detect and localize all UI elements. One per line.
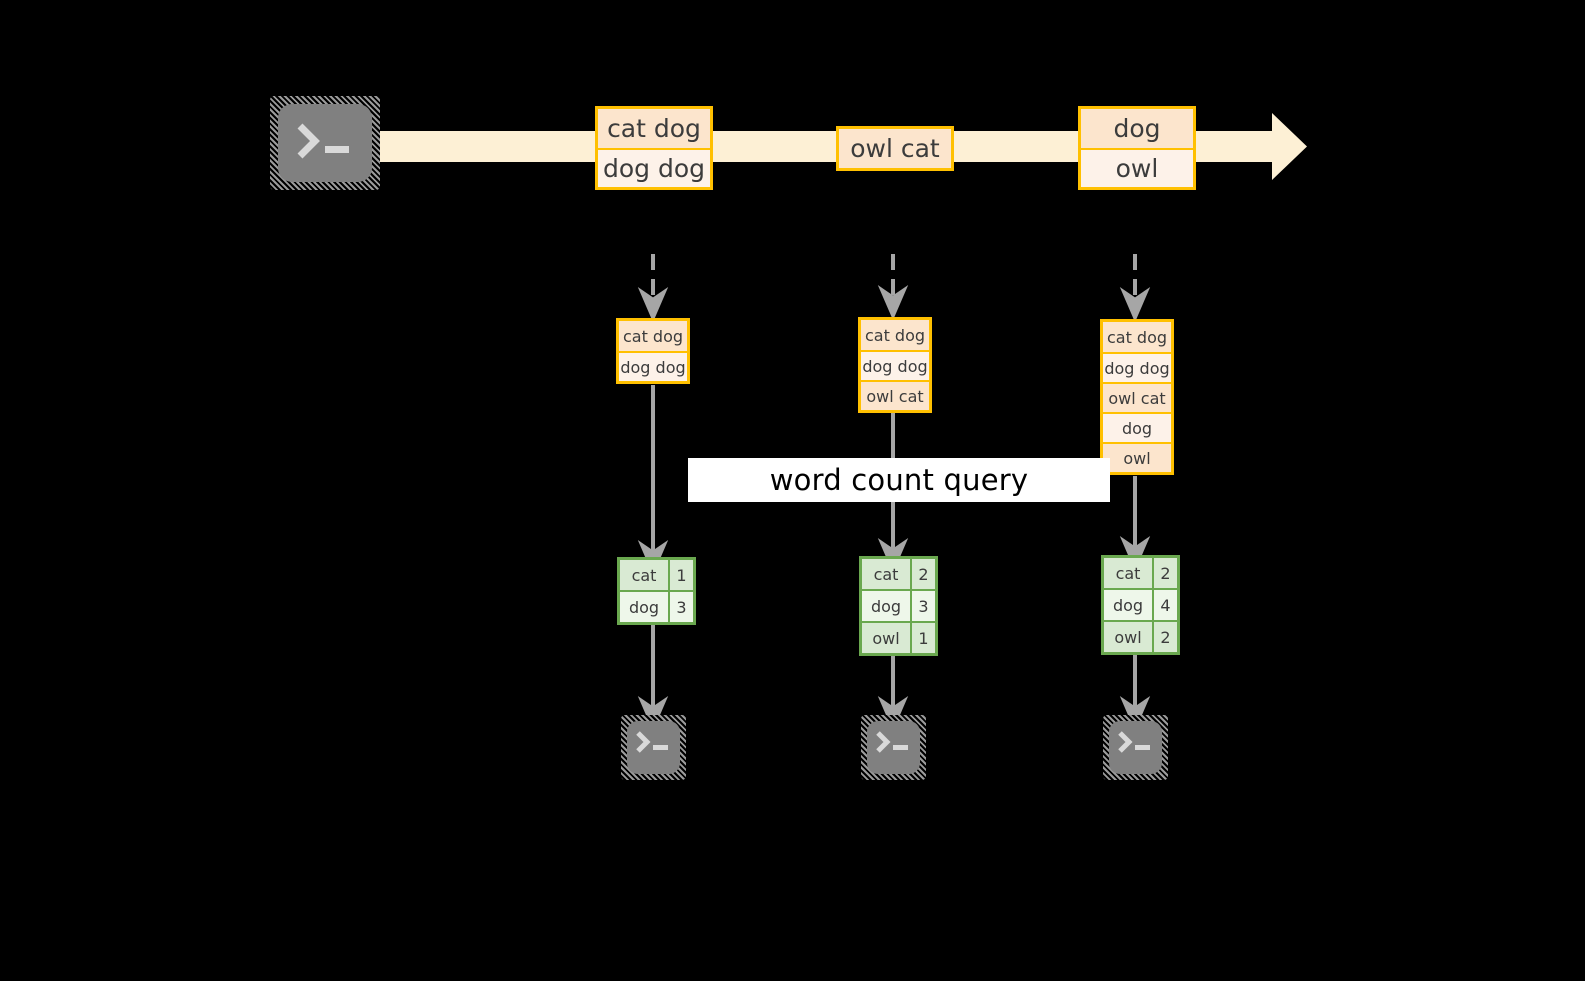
result-value: 2 — [1152, 622, 1177, 652]
result-key: cat — [1104, 558, 1152, 588]
result-key: owl — [862, 623, 910, 653]
terminal-prompt-glyph — [876, 731, 908, 753]
result-value: 3 — [910, 591, 935, 621]
result-key: owl — [1104, 622, 1152, 652]
snapshot-table-3: cat dog dog dog owl cat dog owl — [1100, 319, 1174, 475]
result-row: owl 1 — [862, 621, 935, 653]
result-key: dog — [620, 592, 668, 622]
result-row: dog 4 — [1104, 588, 1177, 620]
result-value: 2 — [1152, 558, 1177, 588]
result-table-2: cat 2 dog 3 owl 1 — [859, 556, 938, 656]
snapshot-table-2: cat dog dog dog owl cat — [858, 317, 932, 413]
snapshot-row: dog — [1103, 412, 1171, 442]
snapshot-row: dog dog — [861, 350, 929, 380]
snapshot-table-1: cat dog dog dog — [616, 318, 690, 384]
snapshot-row: cat dog — [1103, 322, 1171, 352]
result-value: 2 — [910, 559, 935, 589]
sink-terminal-icon-3 — [1103, 715, 1168, 780]
stream-record-line: owl — [1081, 148, 1193, 187]
query-label: word count query — [688, 458, 1110, 502]
stream-record-line: owl cat — [839, 129, 951, 168]
result-row: dog 3 — [862, 589, 935, 621]
stream-record-group-1: cat dog dog dog — [595, 106, 713, 190]
snapshot-row: cat dog — [861, 320, 929, 350]
sink-arrows — [637, 623, 1151, 732]
result-row: cat 1 — [620, 560, 693, 590]
result-row: cat 2 — [1104, 558, 1177, 588]
result-value: 1 — [668, 560, 693, 590]
snapshot-row: dog dog — [1103, 352, 1171, 382]
result-value: 4 — [1152, 590, 1177, 620]
terminal-body — [278, 104, 372, 182]
result-value: 1 — [910, 623, 935, 653]
snapshot-row: owl cat — [861, 380, 929, 410]
result-key: cat — [862, 559, 910, 589]
stream-record-line: dog dog — [598, 148, 710, 187]
source-terminal-icon — [270, 96, 380, 190]
result-value: 3 — [668, 592, 693, 622]
stream-record-line: cat dog — [598, 109, 710, 148]
result-key: dog — [1104, 590, 1152, 620]
result-row: dog 3 — [620, 590, 693, 622]
snapshot-row: owl — [1103, 442, 1171, 472]
sink-terminal-icon-2 — [861, 715, 926, 780]
terminal-prompt-glyph — [1118, 731, 1150, 753]
snapshot-row: cat dog — [619, 321, 687, 351]
result-row: cat 2 — [862, 559, 935, 589]
snapshot-row: dog dog — [619, 351, 687, 381]
snapshot-tap-arrows — [637, 254, 1151, 323]
stream-record-group-3: dog owl — [1078, 106, 1196, 190]
snapshot-row: owl cat — [1103, 382, 1171, 412]
stream-record-line: dog — [1081, 109, 1193, 148]
stream-record-group-2: owl cat — [836, 126, 954, 171]
result-table-1: cat 1 dog 3 — [617, 557, 696, 625]
result-row: owl 2 — [1104, 620, 1177, 652]
result-key: cat — [620, 560, 668, 590]
result-key: dog — [862, 591, 910, 621]
sink-terminal-icon-1 — [621, 715, 686, 780]
terminal-prompt-glyph — [297, 123, 349, 159]
terminal-prompt-glyph — [636, 731, 668, 753]
result-table-3: cat 2 dog 4 owl 2 — [1101, 555, 1180, 655]
